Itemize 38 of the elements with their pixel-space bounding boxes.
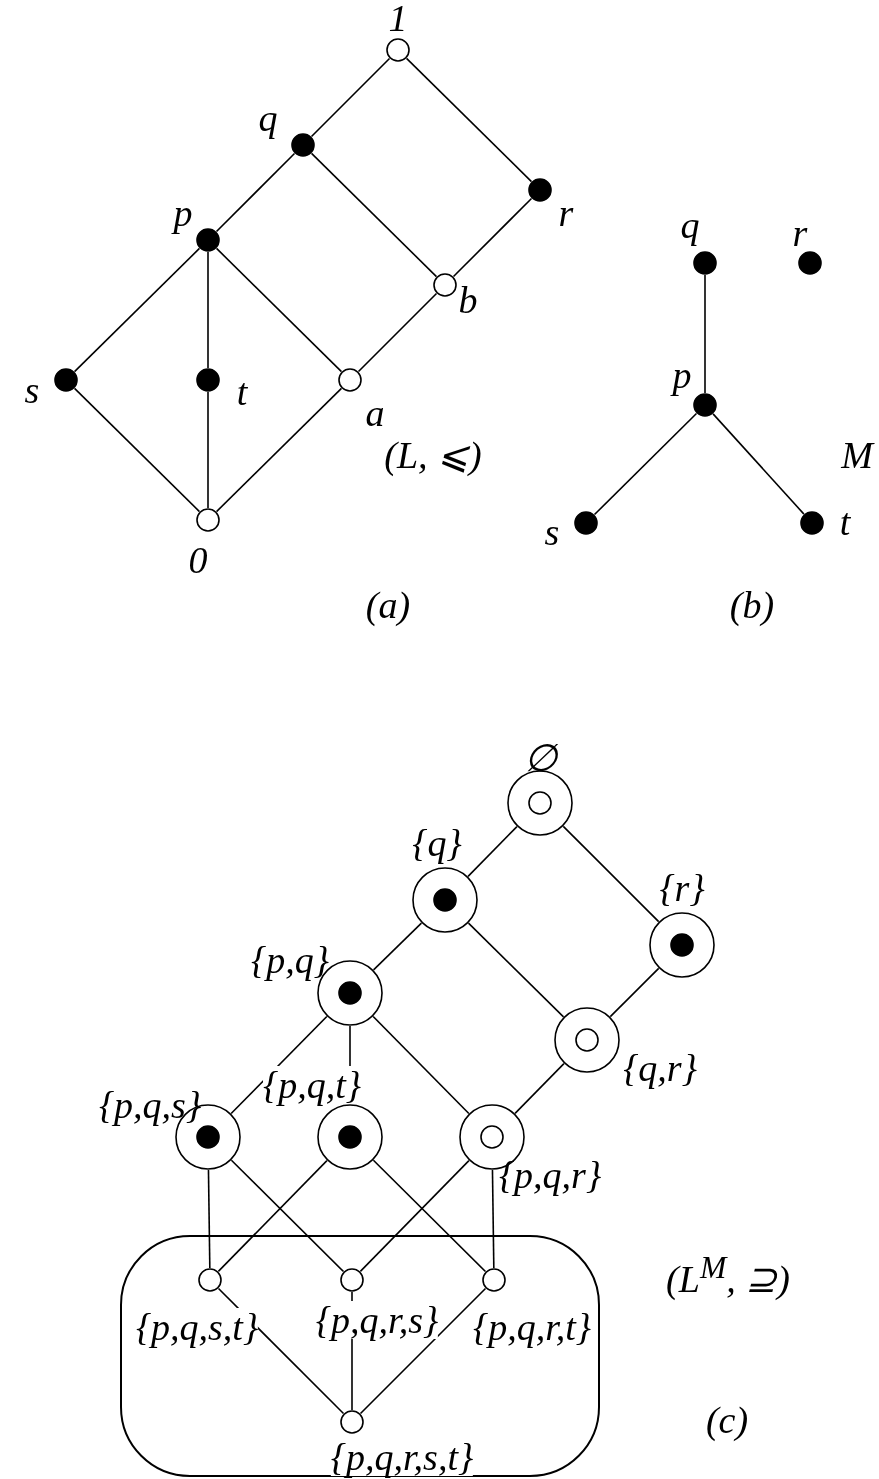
vertex-label: {p,q,t} (263, 1066, 361, 1104)
hasse-edge (372, 1015, 470, 1115)
hasse-edge (215, 152, 296, 233)
panel-label: (a) (365, 586, 411, 624)
panel-label: (b) (729, 586, 775, 624)
hasse-edge (593, 412, 698, 516)
vertex-label: {p,q,r,s} (315, 1301, 439, 1339)
hasse-edge (73, 247, 201, 373)
hasse-edge (215, 387, 343, 513)
hasse-edge (712, 413, 805, 515)
hasse-edge (405, 57, 533, 183)
hasse-edge (609, 967, 660, 1018)
hasse-edge (310, 152, 438, 278)
figure-label: (L$^{M}$, ⊇) (666, 1252, 790, 1298)
hasse-edge (704, 274, 706, 394)
panel-label: (c) (705, 1401, 749, 1439)
hasse-edge (73, 387, 201, 513)
hasse-edge (372, 922, 423, 971)
hasse-edge (207, 251, 209, 369)
hasse-edge (359, 1159, 470, 1273)
hasse-edge (467, 825, 518, 878)
hasse-edge (452, 197, 533, 278)
panel-label: M (841, 436, 873, 474)
hasse-edge (357, 292, 438, 373)
hasse-edge (230, 1159, 345, 1273)
hasse-edge (207, 391, 209, 509)
figure-label: (L, ⩽) (384, 436, 482, 474)
hasse-edge (467, 922, 565, 1018)
hasse-edge (372, 1159, 487, 1273)
hasse-edge (217, 1159, 328, 1273)
hasse-edge (491, 1169, 495, 1269)
hasse-edge (514, 1062, 565, 1115)
hasse-edge (215, 247, 343, 373)
hasse-edge (207, 1169, 211, 1269)
hasse-edge (562, 825, 660, 923)
hasse-edge (359, 1287, 487, 1415)
hasse-edge (310, 57, 391, 138)
vertex-label: {p,q,s,t} (135, 1308, 259, 1346)
